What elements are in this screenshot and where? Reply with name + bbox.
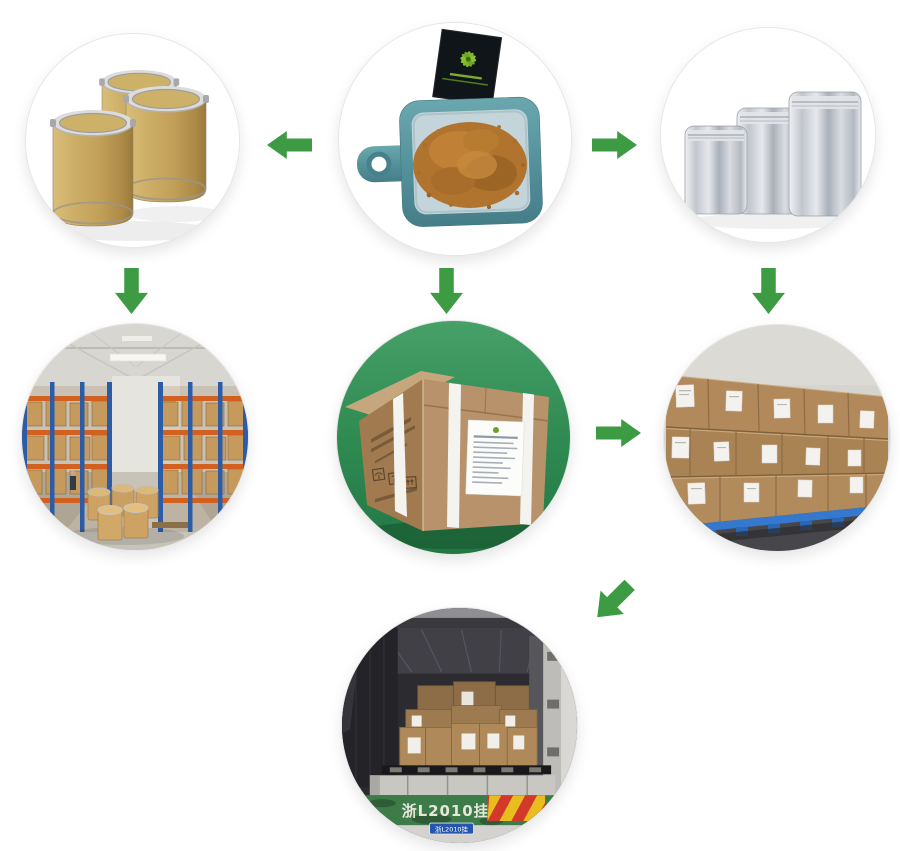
foil-bag-large (788, 91, 862, 217)
palletized-cartons-illustration (664, 325, 890, 551)
carton-box (345, 371, 550, 531)
svg-text:浙L2010挂: 浙L2010挂 (435, 825, 469, 834)
warehouse-illustration (22, 324, 248, 550)
bumper-rail (369, 775, 556, 796)
photo-fiber-drums (25, 33, 240, 248)
photo-palletized-cartons (663, 324, 891, 552)
arrow-down-icon (115, 268, 148, 314)
container-ceiling (361, 627, 558, 674)
arrow-down-left-icon (586, 573, 642, 629)
carton-label (465, 419, 525, 497)
arrow-right-icon (596, 419, 641, 447)
photo-container-loading: 浙L2010挂 浙L2010挂 (341, 607, 578, 844)
powder-heap (413, 122, 527, 210)
container-door-edge (543, 623, 564, 810)
carton-rows (665, 374, 889, 527)
foil-bags-illustration (661, 28, 875, 242)
photo-powder-sample (338, 22, 572, 256)
photo-foil-bags (660, 27, 876, 243)
floor-drums (64, 483, 188, 545)
fiber-drums-illustration (26, 34, 239, 247)
container-loading-illustration: 浙L2010挂 浙L2010挂 (342, 608, 577, 843)
powder-sample-illustration (339, 23, 571, 255)
export-carton-illustration (337, 321, 570, 554)
license-plate-painted: 浙L2010挂 (402, 802, 490, 820)
carton-labels (671, 384, 875, 505)
rack-right (158, 382, 248, 532)
arrow-down-icon (752, 268, 785, 314)
photo-warehouse (21, 323, 249, 551)
tailgate-board: 浙L2010挂 浙L2010挂 (359, 795, 560, 835)
arrow-left-icon (267, 131, 312, 159)
brand-card (432, 28, 503, 106)
worker-figure (70, 470, 76, 490)
arrow-down-icon (430, 268, 463, 314)
arrow-right-icon (592, 131, 637, 159)
foil-bag-small (684, 125, 748, 215)
flower-logo-icon (460, 51, 477, 68)
photo-export-carton (336, 320, 571, 555)
strip-light (109, 353, 167, 362)
cargo-boxes (399, 681, 538, 774)
license-plate-blue: 浙L2010挂 (429, 822, 474, 835)
